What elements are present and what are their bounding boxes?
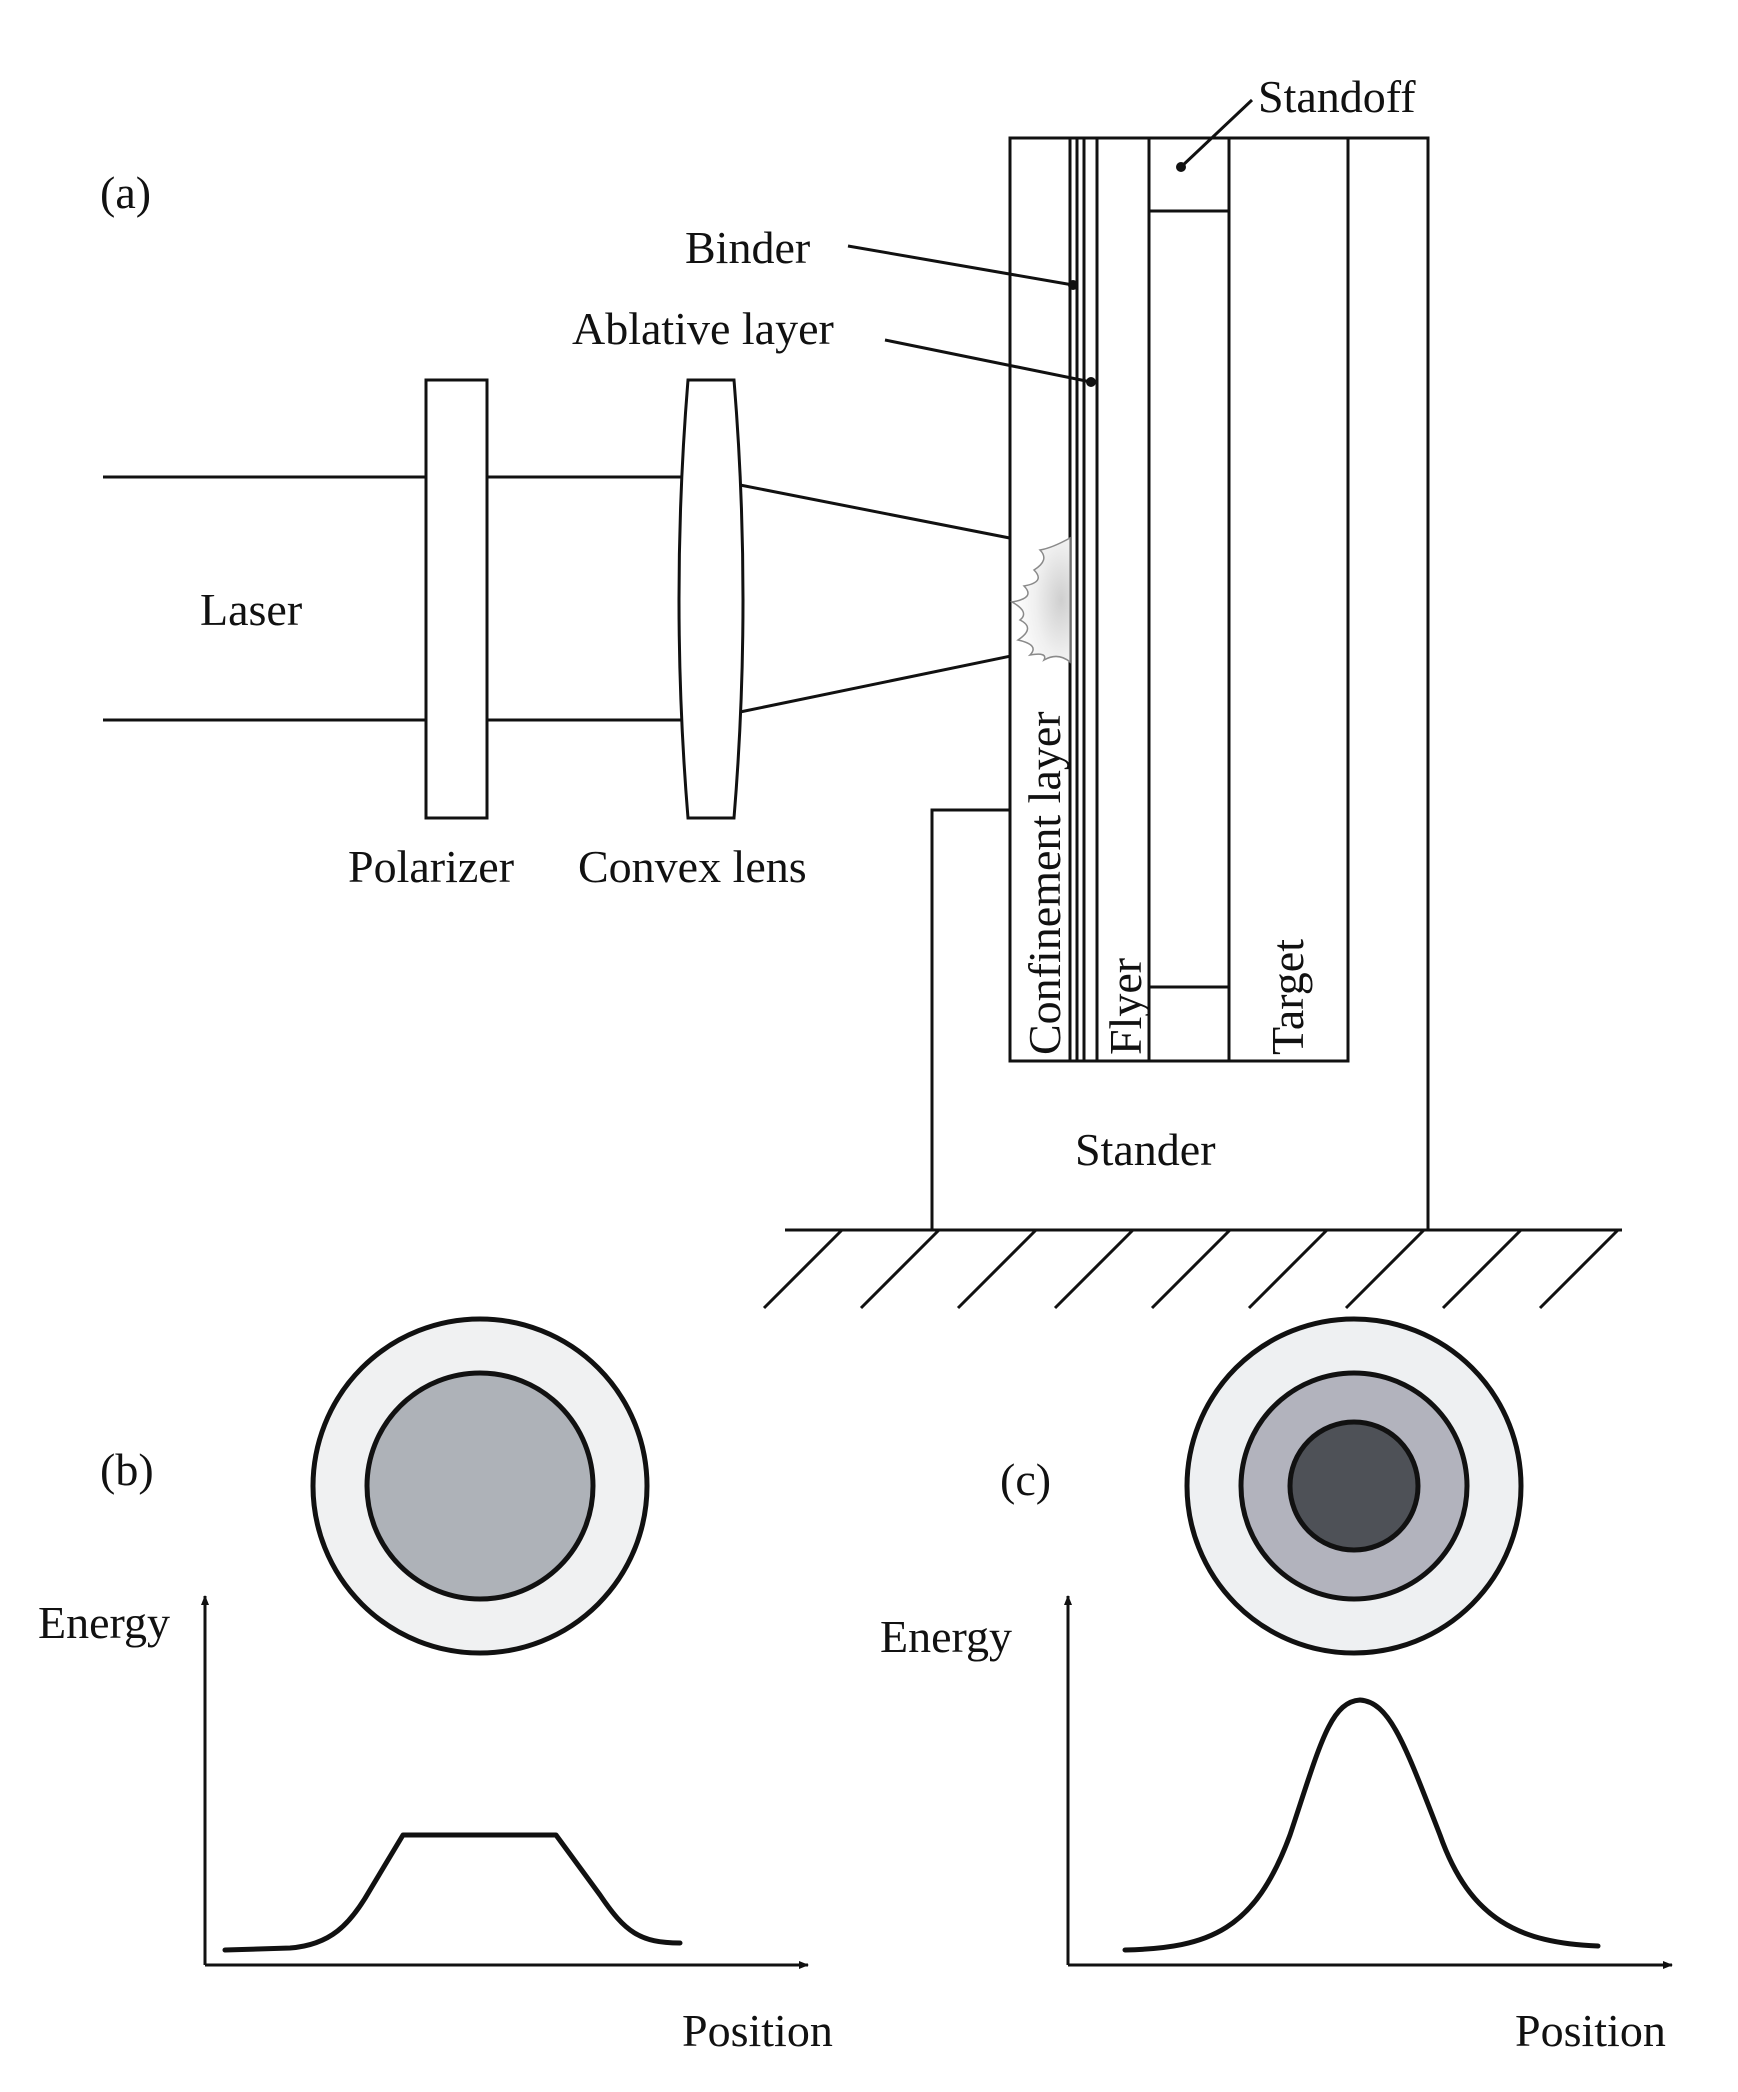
panel-c-x-label: Position [1515, 2005, 1666, 2056]
target-layer [1227, 136, 1350, 1063]
ablative-layer-label: Ablative layer [572, 303, 834, 354]
standoff-leader [1179, 98, 1254, 169]
plasma-plume [1009, 536, 1071, 664]
ablative-layer-dot [1086, 377, 1096, 387]
polarizer-label: Polarizer [348, 841, 514, 892]
flat-top-energy-curve [222, 1832, 683, 1953]
flyer-layer [1095, 136, 1151, 1063]
laser-label: Laser [200, 584, 302, 635]
panel-a: (a) Laser Polarizer Convex lens Stander [100, 71, 1622, 1310]
standoff-dot [1176, 162, 1186, 172]
convex-lens-label: Convex lens [578, 841, 807, 892]
barrel-layer [1147, 136, 1231, 1063]
panel-c-tag: (c) [1000, 1454, 1051, 1505]
standoff-label: Standoff [1258, 71, 1416, 122]
binder-leader [847, 244, 1074, 287]
convex-lens [677, 378, 745, 820]
target-label: Target [1262, 939, 1313, 1055]
confinement-layer-label: Confinement layer [1019, 711, 1070, 1055]
binder-dot [1068, 280, 1078, 290]
panel-b-y-label: Energy [38, 1597, 170, 1648]
polarizer [424, 378, 489, 820]
focused-beam [739, 483, 1036, 714]
panel-c-y-label: Energy [880, 1611, 1012, 1662]
gaussian-energy-curve [1122, 1697, 1601, 1953]
panel-b-tag: (b) [100, 1444, 154, 1495]
laser-beam [103, 475, 686, 722]
flyer-label: Flyer [1100, 958, 1151, 1055]
layer-assembly [1008, 136, 1350, 1063]
stander-label: Stander [1075, 1124, 1216, 1175]
ablative-layer-leader [884, 338, 1092, 384]
gaussian-spot-core [1287, 1419, 1421, 1553]
panel-a-tag: (a) [100, 167, 151, 218]
ground [762, 1228, 1622, 1310]
panel-b: (b) Energy Position [38, 1316, 833, 2056]
flat-top-spot-core [364, 1370, 596, 1602]
binder-label: Binder [685, 222, 810, 273]
panel-b-x-label: Position [682, 2005, 833, 2056]
panel-c: (c) Energy Position [880, 1316, 1673, 2056]
